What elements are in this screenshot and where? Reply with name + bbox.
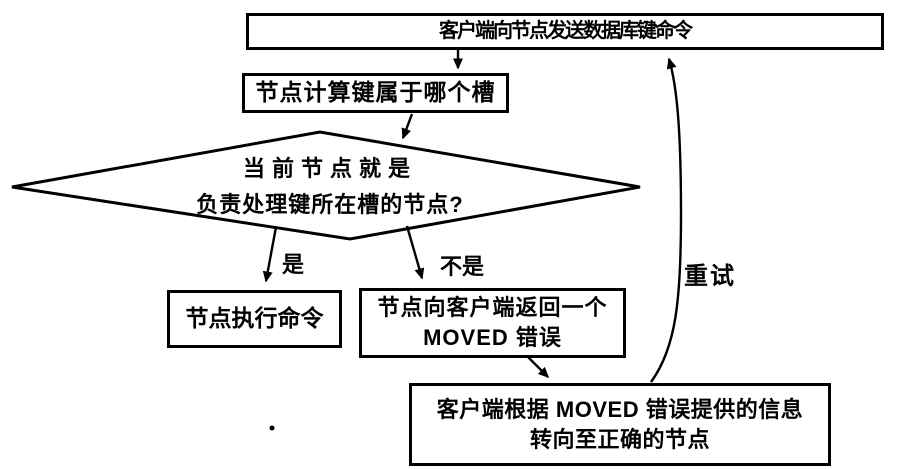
node-redirect-line1: 客户端根据 MOVED 错误提供的信息 bbox=[436, 396, 804, 422]
edge-label-no: 不是 bbox=[440, 254, 485, 279]
node-execute-command: 节点执行命令 bbox=[167, 290, 342, 348]
arrow-yes-to-execute bbox=[262, 226, 278, 283]
arrow-no-to-moved bbox=[405, 225, 425, 280]
node-moved-error-line1: 节点向客户端返回一个 bbox=[377, 295, 608, 321]
edge-label-yes: 是 bbox=[282, 252, 305, 277]
node-execute-command-label: 节点执行命令 bbox=[185, 305, 324, 332]
retry-curve-arrow bbox=[650, 57, 683, 383]
node-redirect: 客户端根据 MOVED 错误提供的信息 转向至正确的节点 bbox=[409, 383, 831, 466]
node-send-command-label: 客户端向节点发送数据库键命令 bbox=[439, 20, 693, 42]
node-decision-line1: 当前节点就是 bbox=[242, 156, 417, 181]
node-compute-slot: 节点计算键属于哪个槽 bbox=[242, 73, 509, 113]
stray-dot bbox=[269, 425, 275, 431]
node-decision-line2: 负责处理键所在槽的节点? bbox=[196, 192, 464, 217]
node-send-command: 客户端向节点发送数据库键命令 bbox=[246, 13, 884, 50]
edge-label-retry: 重试 bbox=[684, 263, 736, 290]
arrow-compute-to-decision bbox=[401, 113, 414, 140]
arrow-moved-to-redirect bbox=[527, 356, 550, 379]
node-compute-slot-label: 节点计算键属于哪个槽 bbox=[255, 79, 496, 106]
node-moved-error: 节点向客户端返回一个 MOVED 错误 bbox=[359, 288, 626, 358]
node-decision: 当前节点就是 负责处理键所在槽的节点? bbox=[140, 151, 520, 223]
node-moved-error-line2: MOVED 错误 bbox=[423, 325, 562, 350]
decision-diamond bbox=[11, 130, 641, 241]
node-redirect-line2: 转向至正确的节点 bbox=[529, 426, 710, 452]
